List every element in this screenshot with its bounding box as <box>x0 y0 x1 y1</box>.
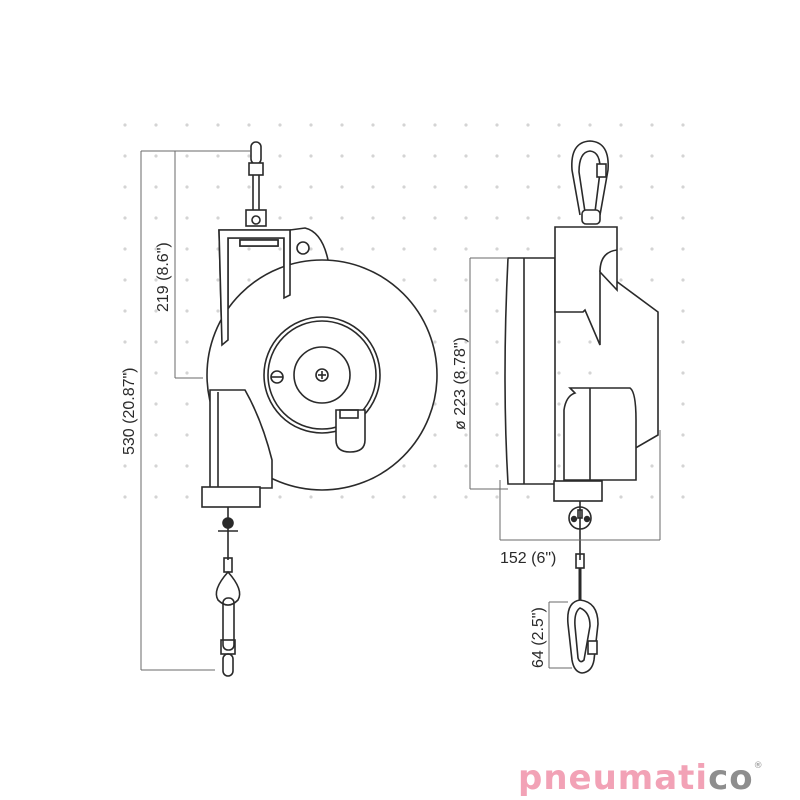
dim-top-to-center: 219 (8.6") <box>155 242 172 312</box>
dot-grid-background <box>123 123 685 499</box>
registered-mark: ® <box>753 761 764 771</box>
pneumatico-logo: pneumatico® <box>518 760 764 796</box>
dim-overall-height: 530 (20.87") <box>121 367 138 455</box>
logo-text-pink: pneumati <box>518 758 709 798</box>
side-view <box>504 140 659 674</box>
dim-drum-diameter: ø 223 (8.78") <box>452 337 469 430</box>
dim-depth: 152 (6") <box>500 550 556 567</box>
dim-hook-length: 64 (2.5") <box>530 607 547 668</box>
front-view <box>201 141 438 677</box>
dimension-lines <box>140 150 661 671</box>
logo-text-grey: co <box>708 758 754 798</box>
